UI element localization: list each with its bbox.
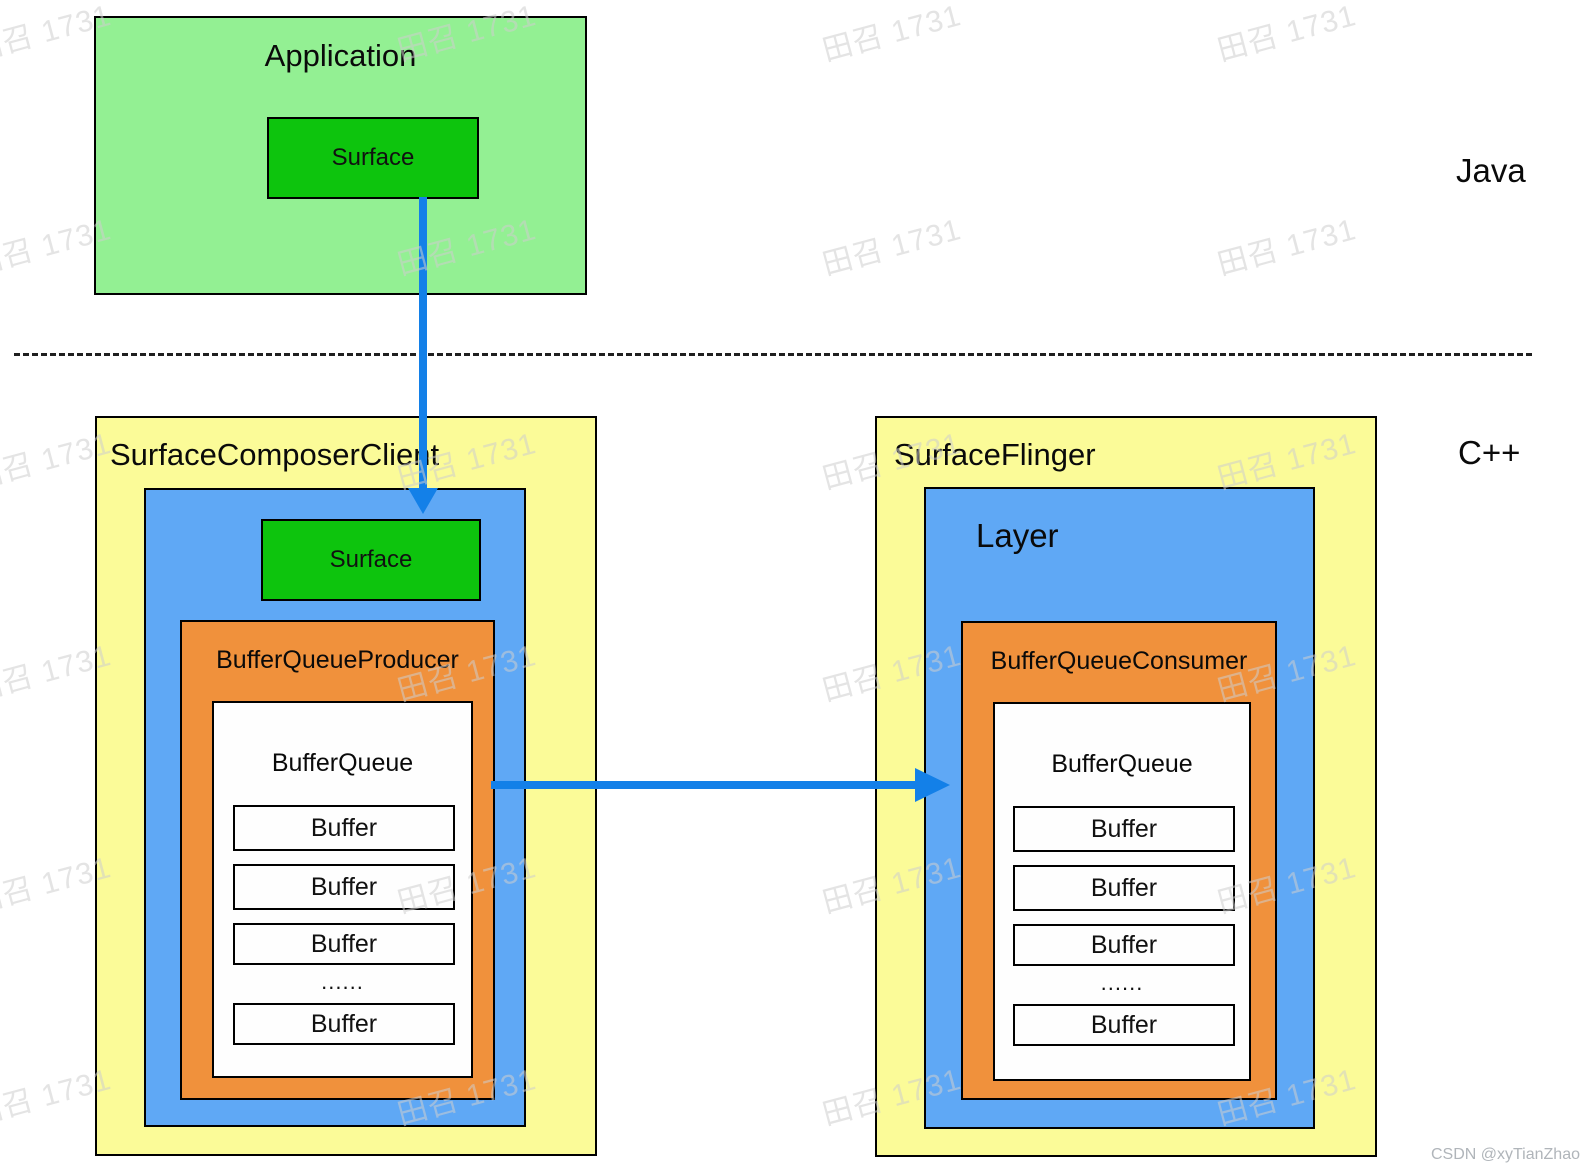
bufferqueueconsumer-box: BufferQueueConsumer BufferQueue Buffer B…: [961, 621, 1277, 1100]
sf-bufferqueue-box: BufferQueue Buffer Buffer Buffer ...... …: [993, 702, 1251, 1081]
sf-buffer-row: Buffer: [1013, 806, 1235, 852]
scc-surface-label: Surface: [329, 546, 413, 573]
watermark-text: 田召 1731: [1214, 213, 1360, 282]
surface-to-surface-arrow-line: [419, 197, 427, 489]
scc-buffer-row: Buffer: [233, 864, 455, 910]
application-surface-label: Surface: [331, 144, 415, 171]
scc-bufferqueue-box: BufferQueue Buffer Buffer Buffer ...... …: [212, 701, 473, 1078]
scc-buffer-row: Buffer: [233, 805, 455, 851]
watermark-text: 田召 1731: [819, 213, 965, 282]
bufferqueueproducer-label: BufferQueueProducer: [216, 646, 459, 674]
scc-bufferqueue-label: BufferQueue: [271, 749, 414, 777]
sf-buffer-ellipsis: ......: [1100, 970, 1144, 995]
scc-inner-box: Surface BufferQueueProducer BufferQueue …: [144, 488, 526, 1127]
scc-surface-box: Surface: [261, 519, 481, 601]
surfacecomposerclient-box: SurfaceComposerClient Surface BufferQueu…: [95, 416, 597, 1156]
sf-buffer-row: Buffer: [1013, 1004, 1235, 1046]
bufferqueue-transfer-arrow-head: [915, 768, 950, 802]
sf-buffer-row: Buffer: [1013, 924, 1235, 966]
surfaceflinger-title: SurfaceFlinger: [894, 437, 1096, 472]
layer-box: Layer BufferQueueConsumer BufferQueue Bu…: [924, 487, 1315, 1129]
watermark-text: 田召 1731: [1214, 0, 1360, 68]
surfaceflinger-box: SurfaceFlinger Layer BufferQueueConsumer…: [875, 416, 1377, 1157]
surface-to-surface-arrow-head: [408, 488, 438, 514]
sf-buffer-row: Buffer: [1013, 865, 1235, 911]
bufferqueue-transfer-arrow-line: [491, 781, 916, 789]
scc-buffer-ellipsis: ......: [321, 969, 364, 994]
scc-buffer-row: Buffer: [233, 923, 455, 965]
bufferqueueconsumer-label: BufferQueueConsumer: [990, 647, 1248, 675]
watermark-text: 田召 1731: [819, 0, 965, 68]
application-surface-box: Surface: [267, 117, 479, 199]
application-box: Application Surface: [94, 16, 587, 295]
csdn-credit: CSDN @xyTianZhao: [1430, 1146, 1580, 1163]
layer-label: Layer: [976, 517, 1059, 554]
application-title: Application: [264, 38, 417, 73]
cpp-layer-label: C++: [1458, 434, 1521, 471]
scc-buffer-row: Buffer: [233, 1003, 455, 1045]
sf-bufferqueue-label: BufferQueue: [1051, 750, 1193, 778]
bufferqueueproducer-box: BufferQueueProducer BufferQueue Buffer B…: [180, 620, 495, 1100]
surfacecomposerclient-title: SurfaceComposerClient: [110, 437, 440, 472]
java-cpp-separator: [14, 353, 1532, 356]
java-layer-label: Java: [1456, 152, 1526, 189]
